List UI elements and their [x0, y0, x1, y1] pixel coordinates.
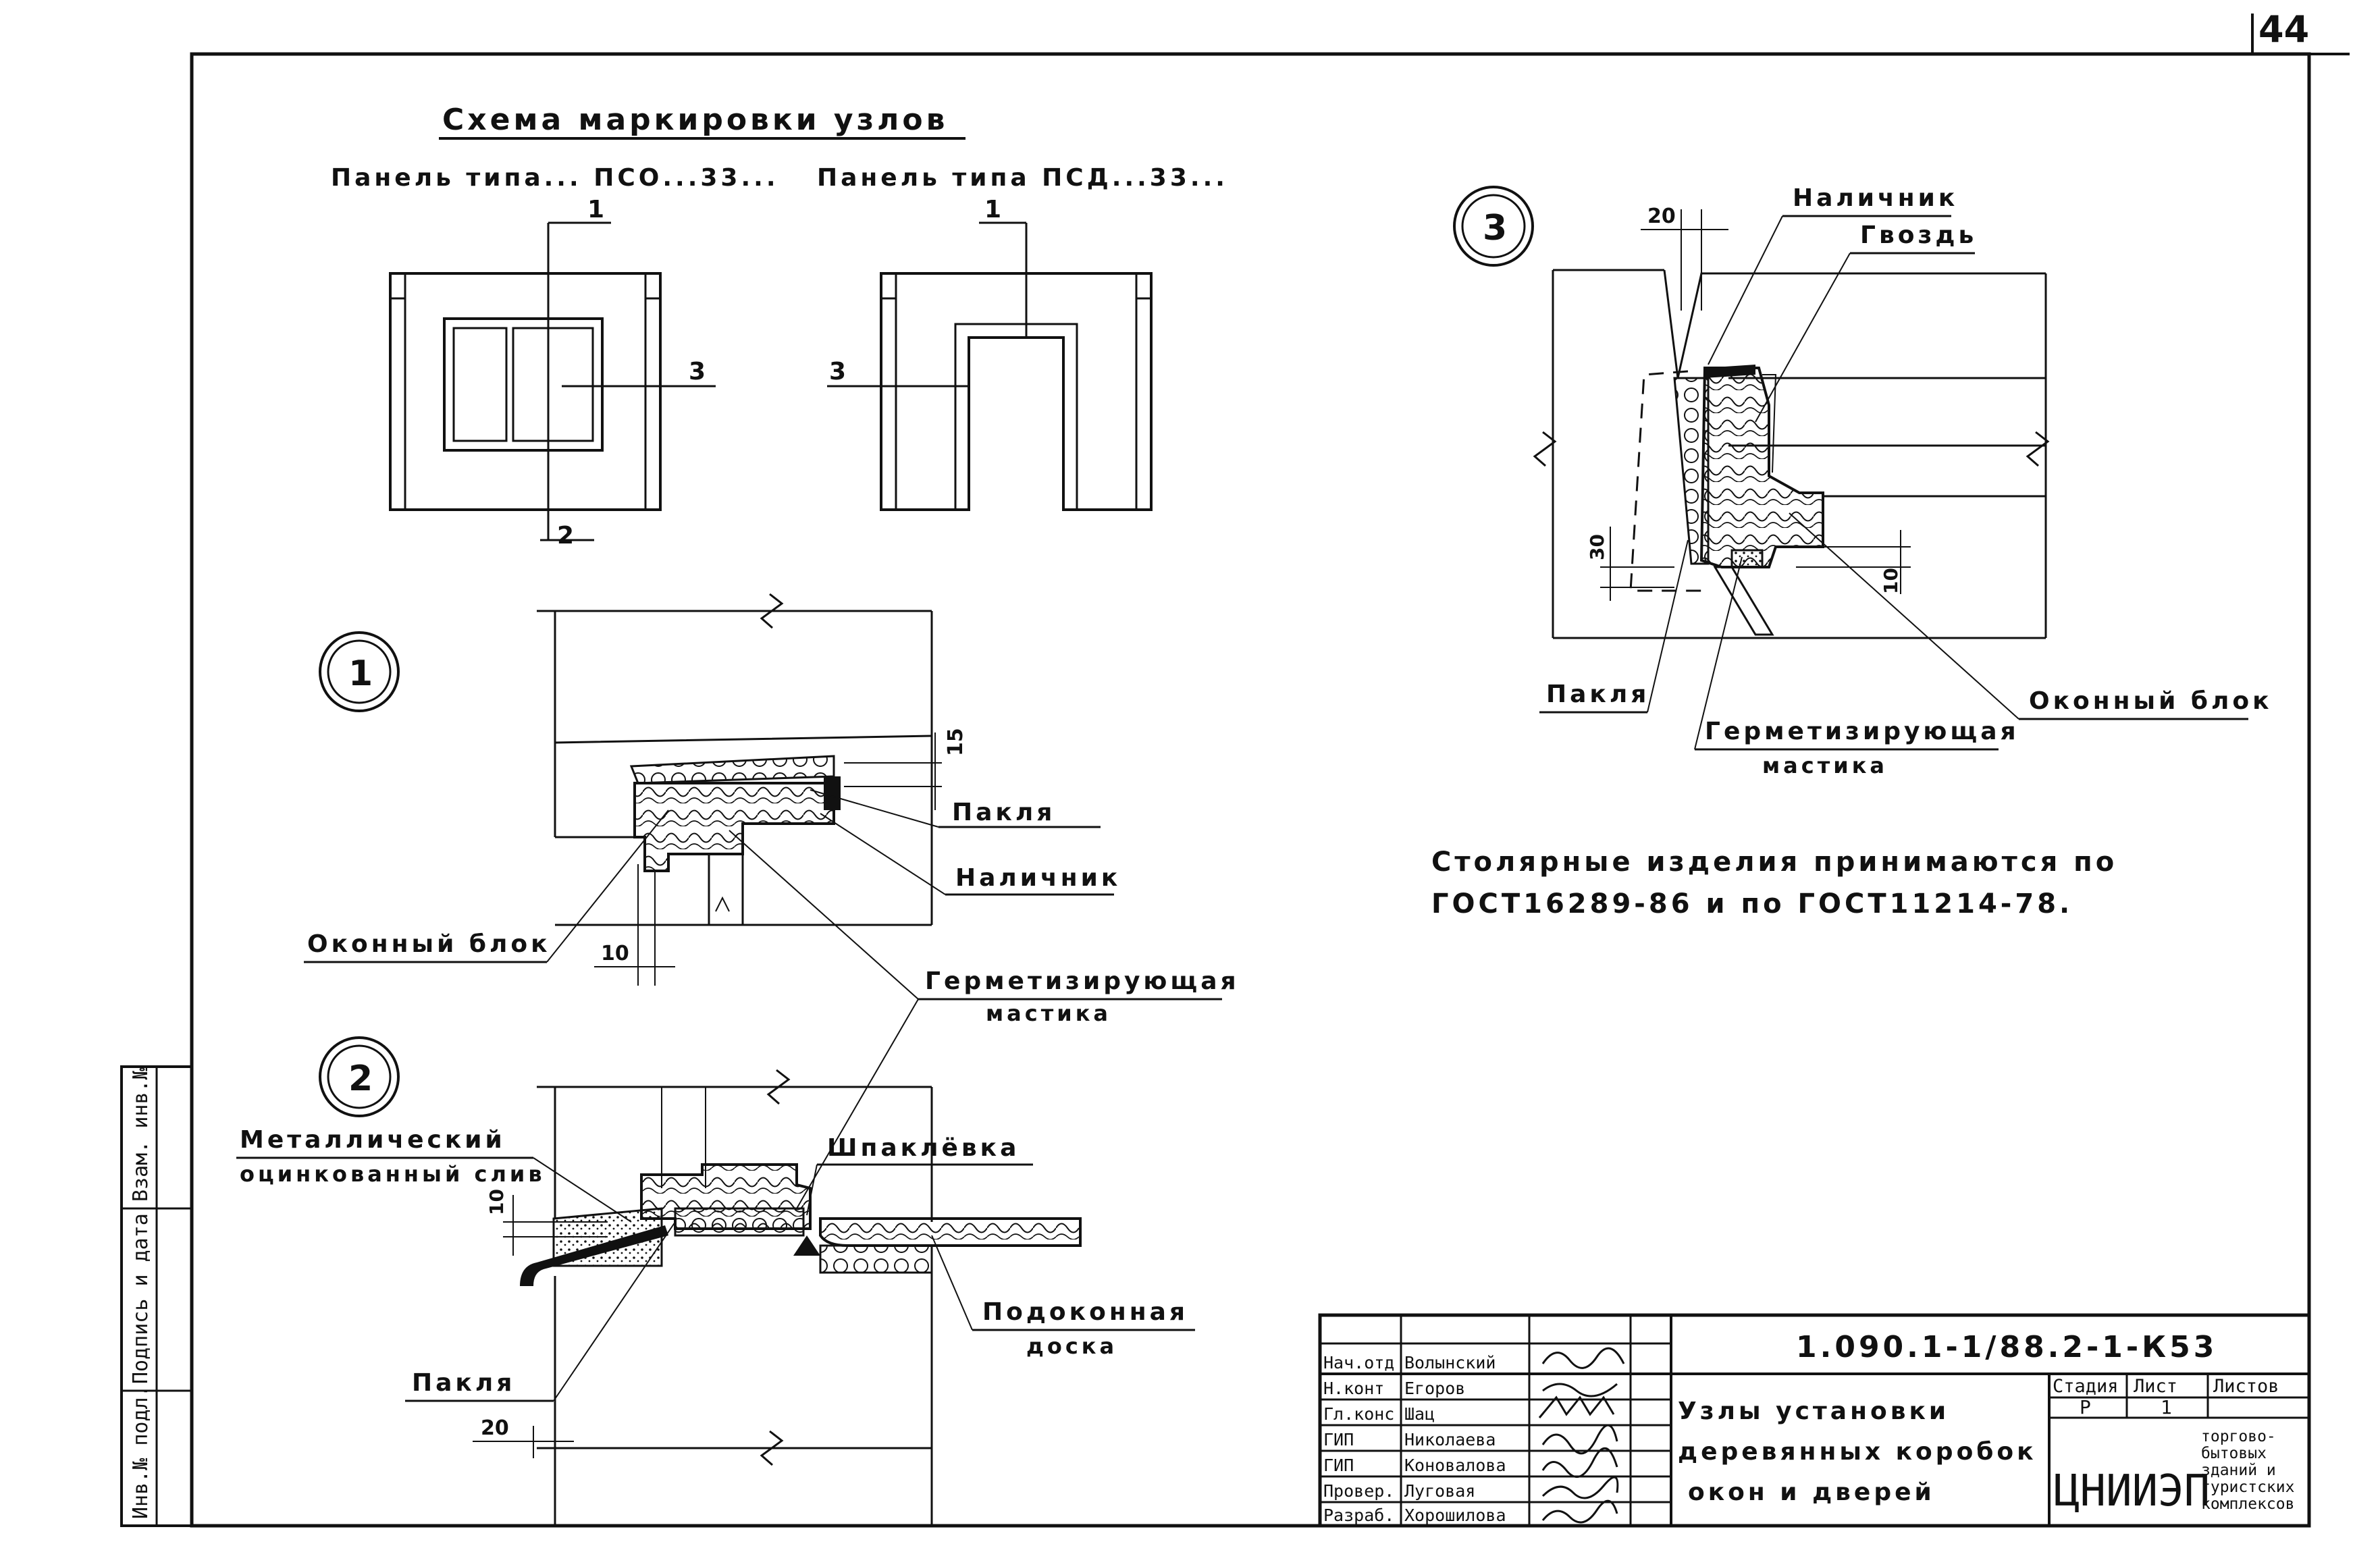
node-3-pakla-label: Пакля: [1546, 681, 1649, 708]
sealant-label-line1: Герметизирующая: [925, 967, 1240, 995]
side-stamp: Инв.№ подл. Подпись и дата Взам. инв.№: [120, 1065, 193, 1527]
node-3-window-block-label: Оконный блок: [2029, 687, 2273, 715]
staff-name: Волынский: [1404, 1353, 1496, 1372]
scheme-title: Схема маркировки узлов: [442, 103, 948, 137]
node-3-dim-20: 20: [1647, 205, 1676, 228]
sheet-number: 44: [2258, 8, 2309, 51]
node-2-spaklevka-label: Шпаклёвка: [827, 1134, 1020, 1162]
doc-title-line1: Узлы установки: [1678, 1397, 1949, 1425]
node-2-pakla-label: Пакля: [412, 1369, 515, 1397]
node-2-sill-label-line1: Подоконная: [982, 1298, 1188, 1326]
node-3-gvozd-label: Гвоздь: [1860, 221, 1977, 249]
doc-code: 1.090.1-1/88.2-1-К53: [1796, 1330, 2217, 1364]
staff-role: ГИП: [1323, 1456, 1354, 1475]
stage-label: Стадия: [2053, 1376, 2119, 1397]
org-line-1: торгово-: [2201, 1428, 2276, 1445]
node-1-number: 1: [348, 654, 373, 694]
node-3-dim-30: 30: [1586, 534, 1608, 560]
staff-table: Нач.отд Волынский Н.конт Егоров Гл.конс …: [1323, 1353, 1506, 1525]
node-1-dim-10: 10: [601, 942, 629, 965]
staff-name: Хорошилова: [1404, 1505, 1506, 1525]
staff-name: Николаева: [1404, 1430, 1496, 1449]
sealant-label-line2: мастика: [986, 1001, 1111, 1026]
mark-2-pso: 2: [557, 522, 574, 550]
title-block: 1.090.1-1/88.2-1-К53 Узлы установки дере…: [1318, 1313, 2311, 1528]
staff-role: Н.конт: [1323, 1379, 1384, 1398]
sheet-frame: [190, 52, 2311, 1528]
note-line-1: Столярные изделия принимаются по: [1431, 847, 2117, 878]
doc-title-line3: окон и дверей: [1688, 1478, 1935, 1506]
node-1-detail: 1 15 10 Пакля Наличник Оконный блок: [304, 593, 1121, 1000]
node-3-nalichnik-label: Наличник: [1793, 184, 1958, 212]
org-line-3: зданий и: [2201, 1462, 2276, 1479]
staff-role: Провер.: [1323, 1481, 1394, 1501]
staff-name: Коновалова: [1404, 1456, 1506, 1475]
node-2-metal-label-line2: оцинкованный слив: [240, 1161, 546, 1187]
mark-3-pso: 3: [689, 358, 706, 385]
node-1-nalichnik-label: Наличник: [955, 864, 1121, 892]
org-line-5: комплексов: [2201, 1495, 2294, 1513]
node-2-number: 2: [348, 1059, 373, 1099]
staff-name: Шац: [1404, 1404, 1435, 1424]
doc-title-line2: деревянных коробок: [1678, 1438, 2037, 1466]
org-line-4: туристских: [2201, 1478, 2294, 1496]
node-3-detail: 3 20 30 10 Наличник Гвоз: [1453, 184, 2273, 778]
panel-pso-diagram: 1 2 3: [389, 196, 716, 550]
node-1-pakla-label: Пакля: [952, 799, 1055, 826]
panel-pso-label: Панель типа... ПСО...33...: [331, 164, 779, 192]
staff-name: Егоров: [1404, 1379, 1465, 1398]
staff-role: Нач.отд: [1323, 1353, 1394, 1372]
mark-1-psd: 1: [984, 196, 1001, 223]
mark-3-psd: 3: [829, 358, 846, 385]
panel-psd-label: Панель типа ПСД...33...: [817, 164, 1228, 192]
stamp-replace-inv: Взам. инв.№: [129, 1067, 153, 1202]
org-line-2: бытовых: [2201, 1445, 2267, 1462]
node-2-detail: 2 10 20 Металлический оцинкованный слив: [236, 998, 1195, 1526]
stamp-sign-date: Подпись и дата: [129, 1213, 153, 1384]
sheets-label: Листов: [2213, 1376, 2279, 1397]
node-1-window-block-label: Оконный блок: [307, 930, 551, 958]
staff-role: Гл.конс: [1323, 1404, 1394, 1424]
node-1-dim-15: 15: [944, 728, 968, 756]
note-line-2: ГОСТ16289-86 и по ГОСТ11214-78.: [1431, 888, 2073, 919]
staff-name: Луговая: [1404, 1481, 1475, 1501]
staff-role: ГИП: [1323, 1430, 1354, 1449]
sheet-value: 1: [2161, 1396, 2172, 1418]
signature-marks: [1538, 1347, 1625, 1524]
node-2-metal-label-line1: Металлический: [240, 1126, 506, 1154]
node-2-dim-20: 20: [481, 1416, 509, 1440]
org-name: ЦНИИЭП: [2054, 1466, 2210, 1516]
node-2-sill-label-line2: доска: [1026, 1333, 1117, 1359]
panel-psd-diagram: 1 3: [827, 196, 1153, 511]
staff-role: Разраб.: [1323, 1505, 1394, 1525]
stamp-inv-orig: Инв.№ подл.: [129, 1385, 153, 1519]
node-3-sealant-label-line1: Герметизирующая: [1705, 718, 2019, 745]
node-3-number: 3: [1483, 208, 1507, 248]
node-3-dim-10: 10: [1880, 568, 1902, 594]
mark-1-pso: 1: [587, 196, 604, 223]
stage-value: Р: [2080, 1396, 2091, 1418]
sheet-label: Лист: [2134, 1376, 2177, 1397]
node-2-dim-10: 10: [485, 1189, 508, 1215]
node-3-sealant-label-line2: мастика: [1762, 753, 1888, 778]
